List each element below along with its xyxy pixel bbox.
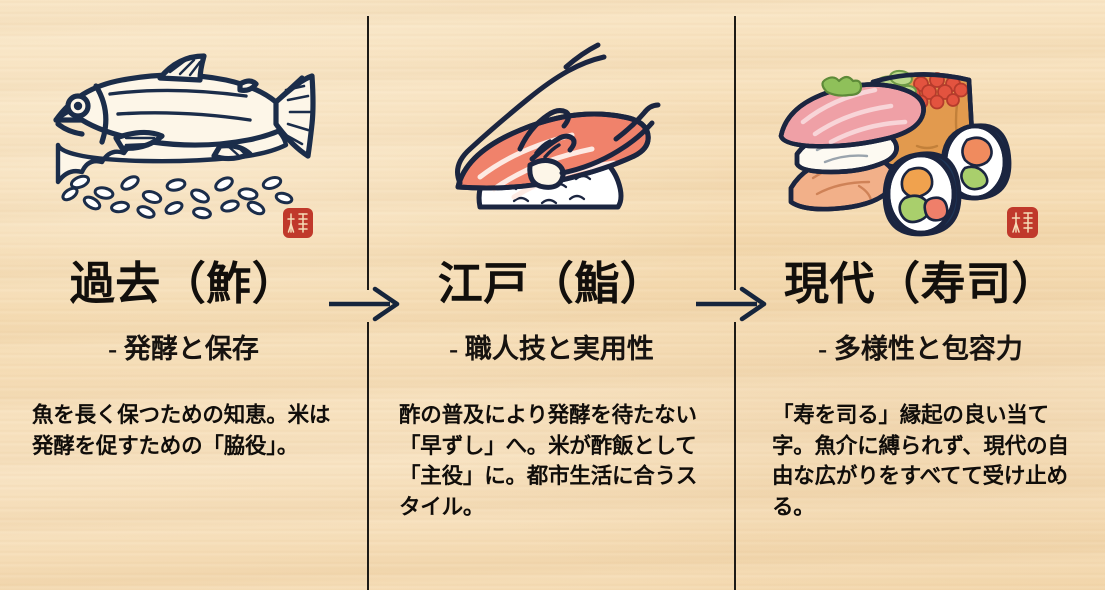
column-edo: 江戸（鮨） - 職人技と実用性 酢の普及により発酵を待たない「早ずし」へ。米が酢… [369,0,734,590]
column-subtitle-edo: - 職人技と実用性 [449,334,654,364]
illustration-assorted-sushi [736,26,1105,250]
divider-right-lower [734,322,736,590]
column-title-modern: 現代（寿司） [783,259,1057,309]
divider-left-lower [367,322,369,590]
arrow-edo-to-modern [694,284,776,329]
illustration-hand-pressing-nigiri [369,8,734,248]
column-body-edo: 酢の普及により発酵を待たない「早ずし」へ。米が酢飯として「主役」に。都市生活に合… [399,403,698,519]
divider-right-upper [734,16,736,290]
column-modern: 現代（寿司） - 多様性と包容力 「寿を司る」縁起の良い当て字。魚介に縛られず、… [736,0,1105,590]
seal-left [283,208,313,238]
column-subtitle-past: - 発酵と保存 [108,334,259,364]
column-body-modern: 「寿を司る」縁起の良い当て字。魚介に縛られず、現代の自由な広がりをすべてて受け止… [772,403,1069,519]
illustration-fish-over-rice [0,22,367,252]
column-body-past: 魚を長く保つための知恵。米は発酵を促すための「脇役」。 [32,403,331,458]
arrow-past-to-edo [327,284,409,329]
column-subtitle-modern: - 多様性と包容力 [818,334,1023,364]
column-title-past: 過去（鮓） [69,259,298,309]
column-title-edo: 江戸（鮨） [437,259,666,309]
seal-right [1007,207,1038,238]
divider-left-upper [367,16,369,290]
column-past: 過去（鮓） - 発酵と保存 魚を長く保つための知恵。米は発酵を促すための「脇役」… [0,0,367,590]
